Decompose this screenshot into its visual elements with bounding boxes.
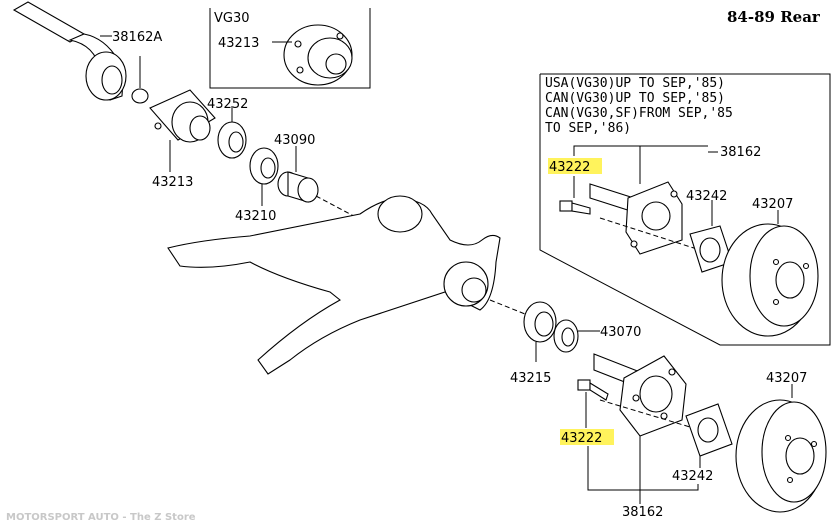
inset-vg30-label: VG30 <box>214 11 250 26</box>
part-label-43252: 43252 <box>207 97 248 112</box>
part-label-38162a: 38162A <box>112 30 162 45</box>
inset-vg30: VG30 43213 <box>209 8 371 89</box>
spacer-43090-drawing <box>277 171 319 203</box>
drive-shaft-drawing <box>12 1 127 101</box>
lower-axle-hub-drawing <box>593 353 687 437</box>
part-label-43242-upper: 43242 <box>686 189 727 204</box>
washer-drawing <box>131 88 149 104</box>
part-label-43210: 43210 <box>235 209 276 224</box>
part-label-43213: 43213 <box>152 175 193 190</box>
part-label-43070: 43070 <box>600 325 641 340</box>
part-label-43213-inset: 43213 <box>218 36 259 51</box>
bearing-43215-drawing <box>523 301 557 343</box>
suspension-arm-drawing <box>167 195 501 375</box>
seal-43070-drawing <box>553 319 579 353</box>
plate-43242-lower-drawing <box>685 403 733 457</box>
bolt-43222-lower-drawing <box>577 379 609 401</box>
highlight-43222-upper <box>548 158 602 174</box>
part-label-43207-upper: 43207 <box>752 197 793 212</box>
part-label-43215: 43215 <box>510 371 551 386</box>
diagram-title: 84-89 Rear <box>727 8 821 26</box>
bolt-43222-upper-drawing <box>559 200 591 215</box>
bearing-43210-drawing <box>249 147 279 185</box>
upper-axle-hub-drawing <box>589 181 683 255</box>
highlight-43222-lower <box>560 429 614 445</box>
note-line-1: USA(VG30)UP TO SEP,'85) <box>545 76 725 91</box>
part-label-43222-upper: 43222 <box>549 160 590 175</box>
inset-usa-can: USA(VG30)UP TO SEP,'85) CAN(VG30)UP TO S… <box>539 73 831 346</box>
note-line-4: TO SEP,'86) <box>545 121 631 136</box>
part-label-38162-upper: 38162 <box>720 145 761 160</box>
part-label-43207-lower: 43207 <box>766 371 807 386</box>
inset-hub-drawing <box>283 24 353 86</box>
part-label-38162-lower: 38162 <box>622 505 663 520</box>
hub-43213-drawing <box>149 89 216 143</box>
rotor-43207-upper-drawing <box>721 223 819 337</box>
plate-43242-upper-drawing <box>689 225 733 273</box>
note-line-2: CAN(VG30)UP TO SEP,'85) <box>545 91 725 106</box>
part-label-43222-lower: 43222 <box>561 431 602 446</box>
note-line-3: CAN(VG30,SF)FROM SEP,'85 <box>545 106 733 121</box>
part-label-43090: 43090 <box>274 133 315 148</box>
part-label-43242-lower: 43242 <box>672 469 713 484</box>
seal-43252-drawing <box>217 121 247 159</box>
footer-watermark: MOTORSPORT AUTO - The Z Store <box>6 512 196 523</box>
rotor-43207-lower-drawing <box>735 399 827 513</box>
